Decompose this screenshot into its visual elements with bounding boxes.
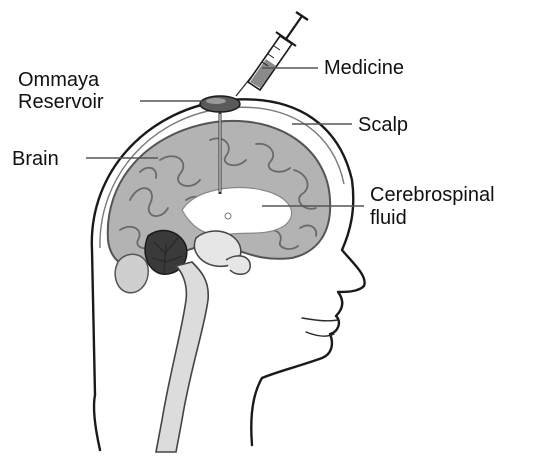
occipital-lower-lobe <box>115 254 148 292</box>
brainstem-spinal-cord <box>156 262 208 452</box>
hypothalamus <box>226 256 250 274</box>
label-ommaya-line1: Ommaya <box>18 69 100 91</box>
label-ommaya-line2: Reservoir <box>18 91 104 113</box>
neck-back-line <box>94 395 100 450</box>
lips-line <box>302 318 338 321</box>
ommaya-reservoir-highlight <box>206 98 226 104</box>
label-csf-line1: Cerebrospinal <box>370 184 495 206</box>
label-brain: Brain <box>12 148 59 170</box>
label-csf-line2: fluid <box>370 207 407 229</box>
csf-small-space <box>225 213 231 219</box>
syringe-icon <box>236 12 308 96</box>
label-scalp: Scalp <box>358 114 408 136</box>
label-medicine: Medicine <box>324 57 404 79</box>
